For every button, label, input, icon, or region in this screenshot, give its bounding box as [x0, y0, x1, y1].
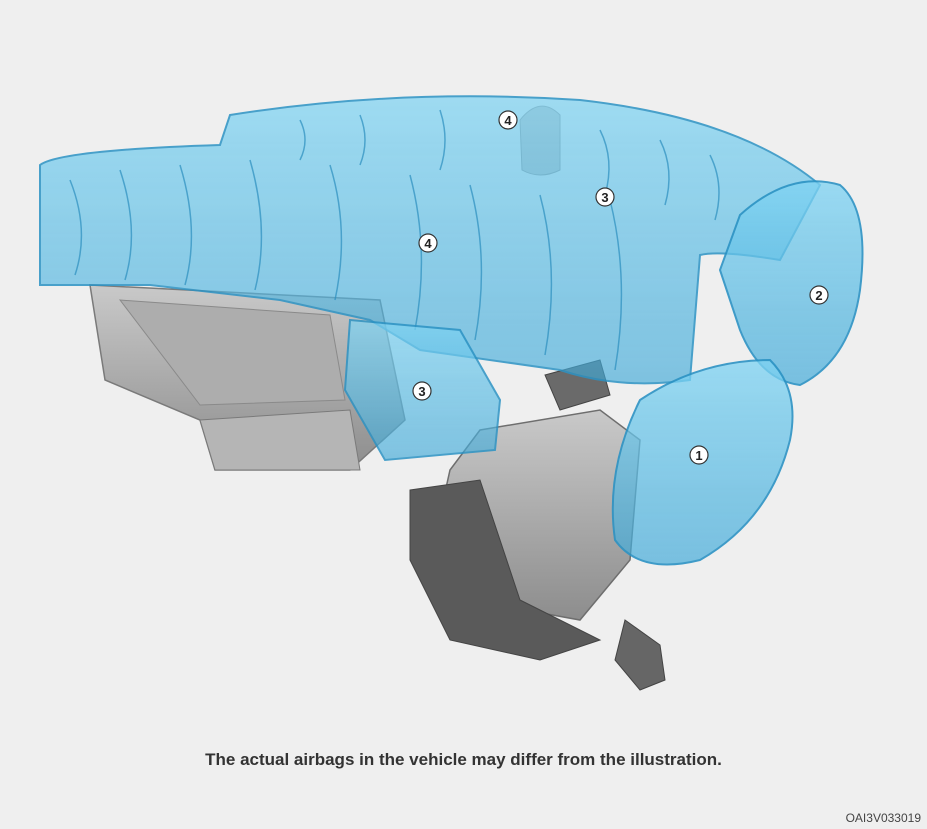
marker-3-front-label: 3	[601, 190, 608, 205]
marker-1: 1	[690, 446, 708, 464]
marker-1-label: 1	[695, 448, 702, 463]
marker-2: 2	[810, 286, 828, 304]
marker-4-top-label: 4	[504, 113, 512, 128]
marker-2-label: 2	[815, 288, 822, 303]
marker-3-front: 3	[596, 188, 614, 206]
marker-4-top: 4	[499, 111, 517, 129]
image-code: OAI3V033019	[846, 811, 921, 825]
marker-4-mid-label: 4	[424, 236, 432, 251]
illustration-caption: The actual airbags in the vehicle may di…	[0, 750, 927, 770]
marker-3-rear: 3	[413, 382, 431, 400]
marker-4-mid: 4	[419, 234, 437, 252]
marker-3-rear-label: 3	[418, 384, 425, 399]
